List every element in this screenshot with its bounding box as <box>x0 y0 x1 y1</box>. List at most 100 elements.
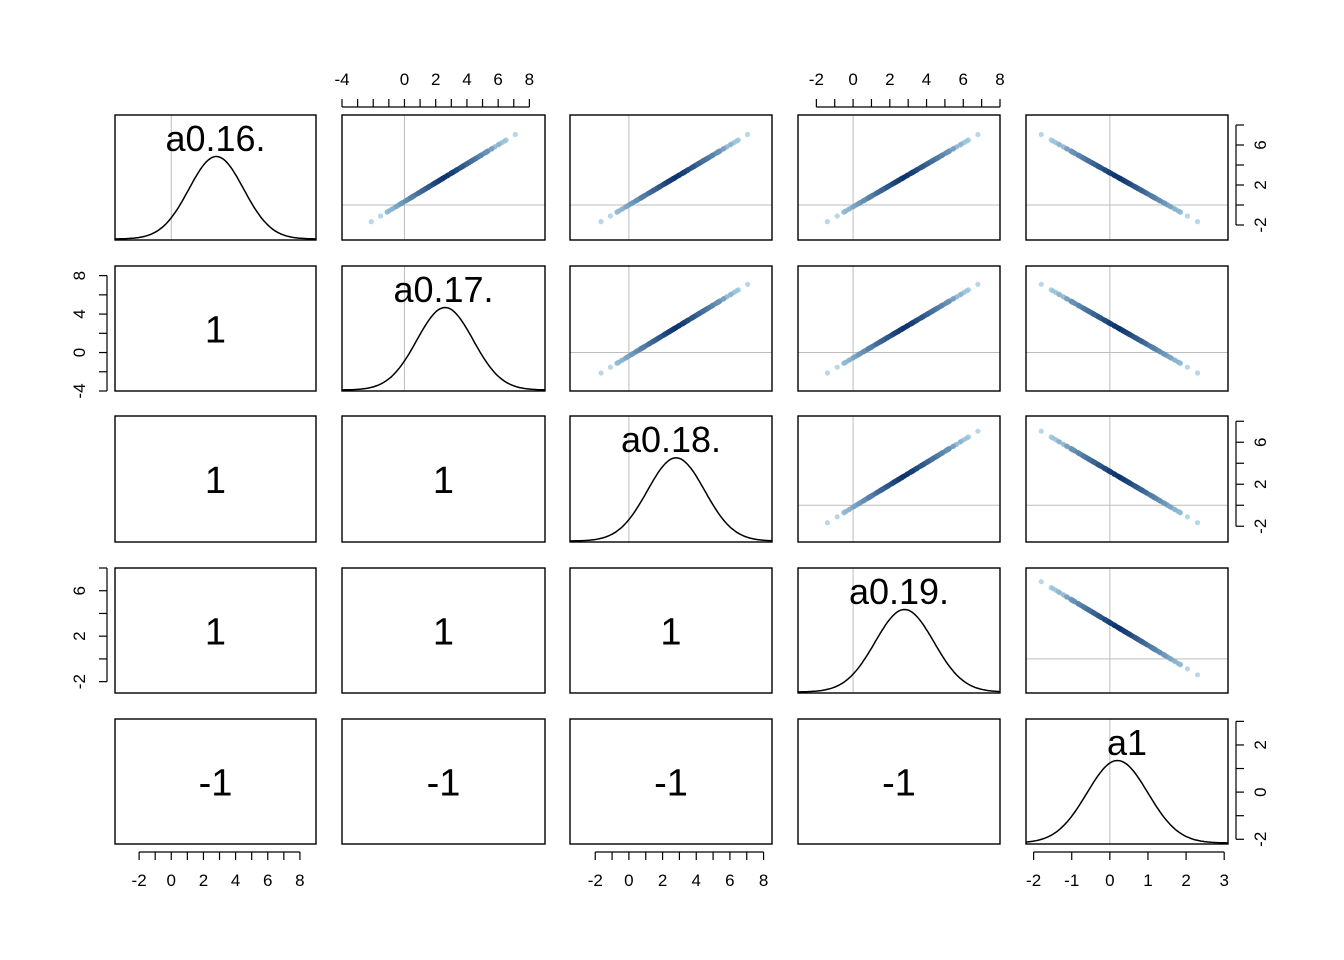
scatter-point <box>690 164 696 170</box>
scatter-point <box>735 287 741 293</box>
x-top-tick-label-col3: 6 <box>959 70 968 89</box>
scatter-point <box>1091 161 1097 167</box>
x-tick-label-col2: -2 <box>588 871 603 890</box>
scatter-point <box>489 146 495 152</box>
scatter-point <box>1167 203 1173 210</box>
scatter-point <box>623 203 629 210</box>
scatter-point <box>1162 501 1168 507</box>
scatter-point <box>598 219 604 225</box>
scatter-point <box>1097 314 1103 320</box>
scatter-points-r0-c2 <box>598 131 751 225</box>
scatter-point <box>919 314 925 320</box>
scatter-point <box>965 434 972 440</box>
x-top-tick-label-col3: 4 <box>922 70 931 89</box>
scatter-point <box>700 308 706 314</box>
y-tick-label-row3-left: 2 <box>70 631 89 640</box>
scatter-point <box>1102 465 1108 471</box>
scatter-point <box>846 507 852 513</box>
scatter-point <box>1069 149 1075 155</box>
scatter-point <box>668 327 674 333</box>
scatter-point <box>965 287 972 293</box>
scatter-point <box>628 352 634 358</box>
scatter-point <box>841 510 847 516</box>
scatter-point <box>1157 497 1163 504</box>
panel-r2-c4-frame <box>1025 415 1229 543</box>
scatter-point <box>368 219 374 225</box>
scatter-point <box>1057 142 1063 148</box>
scatter-point <box>384 209 390 215</box>
density-curve-4 <box>1025 759 1228 844</box>
panel-r0-c1-frame <box>341 114 546 241</box>
x-tick-label-col0: -2 <box>132 871 147 890</box>
panel-r0-c2-frame <box>569 114 773 241</box>
scatter-point <box>619 357 625 363</box>
scatter-point <box>1076 153 1082 159</box>
correlation-label-r4-c0: -1 <box>199 763 233 805</box>
y-tick-label-row0-right: -2 <box>1251 217 1270 232</box>
scatter-point <box>1172 659 1178 665</box>
scatter-point <box>735 137 741 143</box>
x-tick-label-col0: 6 <box>263 871 272 890</box>
correlation-label-r4-c1: -1 <box>427 763 461 805</box>
correlation-label-r2-c1: 1 <box>433 460 454 502</box>
y-tick-label-row2-right: -2 <box>1251 519 1270 534</box>
scatter-point <box>449 170 455 176</box>
scatter-point <box>861 497 867 504</box>
x-top-tick-label-col1: 6 <box>493 70 502 89</box>
scatter-point <box>745 281 751 287</box>
scatter-point <box>897 327 903 333</box>
scatter-point <box>1091 610 1097 616</box>
scatter-point <box>1097 164 1103 170</box>
panel-r4-c1-frame <box>341 718 546 845</box>
scatter-point <box>503 137 509 143</box>
scatter-point <box>1076 303 1082 309</box>
y-tick-label-row1-left: 0 <box>70 348 89 357</box>
x-tick-label-col0: 8 <box>295 871 304 890</box>
scatter-point <box>919 164 925 170</box>
scatter-point <box>850 203 857 210</box>
scatter-point <box>951 146 957 152</box>
scatter-point <box>945 299 951 305</box>
variable-label-0: a0.16. <box>165 118 265 159</box>
scatter-point <box>1184 213 1190 219</box>
scatter-point <box>437 177 443 183</box>
scatter-point <box>957 142 963 148</box>
scatter-point <box>1177 662 1183 668</box>
scatter-point <box>909 320 915 326</box>
scatter-point <box>398 201 404 207</box>
scatter-point <box>1086 158 1092 164</box>
scatter-point <box>1172 357 1178 363</box>
panel-r1-c2-frame <box>569 265 773 392</box>
scatter-points-r2-c4 <box>1038 428 1201 526</box>
scatter-point <box>695 161 702 167</box>
scatter-point <box>727 292 733 298</box>
scatter-point <box>695 311 702 317</box>
scatter-point <box>598 370 604 376</box>
y-tick-label-row4-right: -2 <box>1251 832 1270 847</box>
scatter-point <box>975 428 981 434</box>
scatter-point <box>938 153 944 159</box>
scatter-point <box>656 335 662 341</box>
scatter-point <box>1132 335 1138 341</box>
scatter-point <box>458 164 465 170</box>
density-curve-2 <box>570 457 773 542</box>
scatter-point <box>1102 317 1108 323</box>
scatter-point <box>924 311 931 317</box>
scatter-point <box>1177 510 1183 516</box>
scatter-point <box>680 320 687 326</box>
scatter-point <box>1057 590 1063 596</box>
scatter-point <box>680 170 687 176</box>
scatter-point <box>1086 308 1092 314</box>
scatter-point <box>639 194 645 200</box>
scatter-point <box>1102 167 1108 173</box>
panel-r4-c4-frame <box>1025 718 1229 845</box>
scatter-point <box>1086 607 1092 613</box>
scatter-point <box>924 459 931 465</box>
x-tick-label-col4: 1 <box>1143 871 1152 890</box>
scatter-point <box>1069 299 1075 305</box>
scatter-points-r2-c3 <box>824 428 981 526</box>
x-top-tick-label-col3: -2 <box>809 70 824 89</box>
scatter-point <box>1167 656 1173 662</box>
scatter-point <box>426 184 432 190</box>
scatter-point <box>1048 434 1054 440</box>
